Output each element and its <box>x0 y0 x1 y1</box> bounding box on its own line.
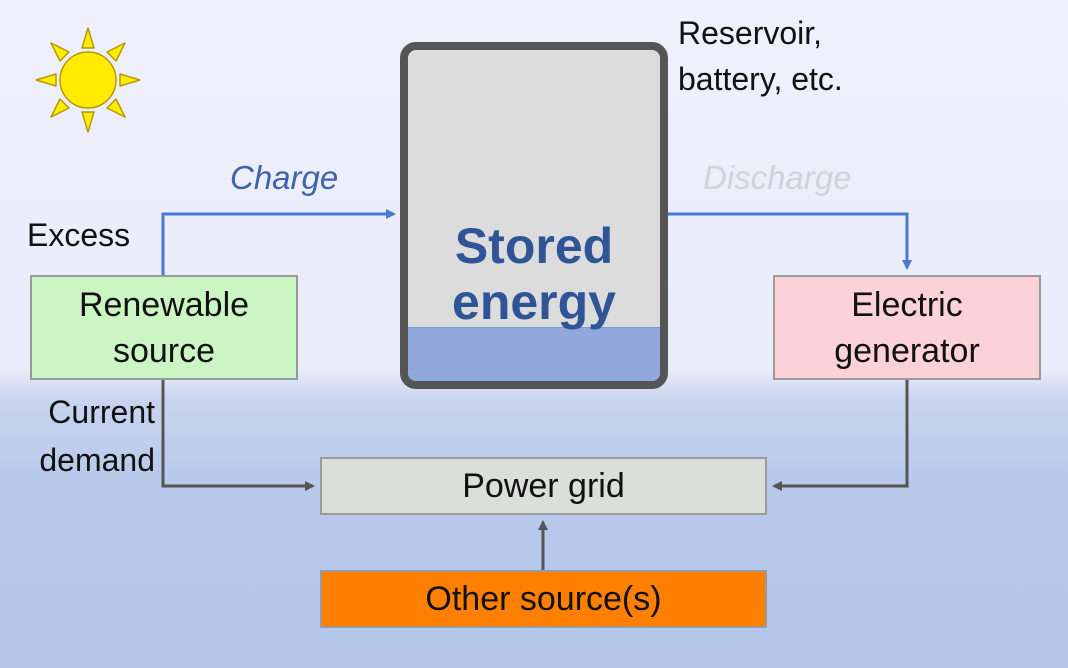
stored-energy-label: Stored energy <box>452 218 616 330</box>
renewable-source-box: Renewable source <box>30 275 298 380</box>
generator-to-grid-arrow <box>772 380 909 491</box>
power-grid-box: Power grid <box>320 457 767 515</box>
sun-icon <box>35 27 141 133</box>
reservoir-label: Reservoir, battery, etc. <box>678 15 843 97</box>
renewable-source-label: Renewable source <box>78 285 250 370</box>
other-sources-label: Other source(s) <box>425 580 662 618</box>
other-sources-box: Other source(s) <box>320 570 767 628</box>
storage-fill-level <box>408 327 660 381</box>
stored-energy-container: Stored energy <box>400 42 668 389</box>
excess-label: Excess <box>27 217 131 253</box>
current-demand-label: Current demand <box>39 394 155 478</box>
charge-arrow <box>161 209 396 275</box>
electric-generator-label: Electric generator <box>834 285 980 370</box>
charge-label: Charge <box>230 159 339 196</box>
demand-arrow <box>161 380 315 491</box>
discharge-arrow <box>668 212 912 270</box>
electric-generator-box: Electric generator <box>773 275 1041 380</box>
power-grid-label: Power grid <box>462 467 625 505</box>
discharge-label: Discharge <box>703 159 852 196</box>
